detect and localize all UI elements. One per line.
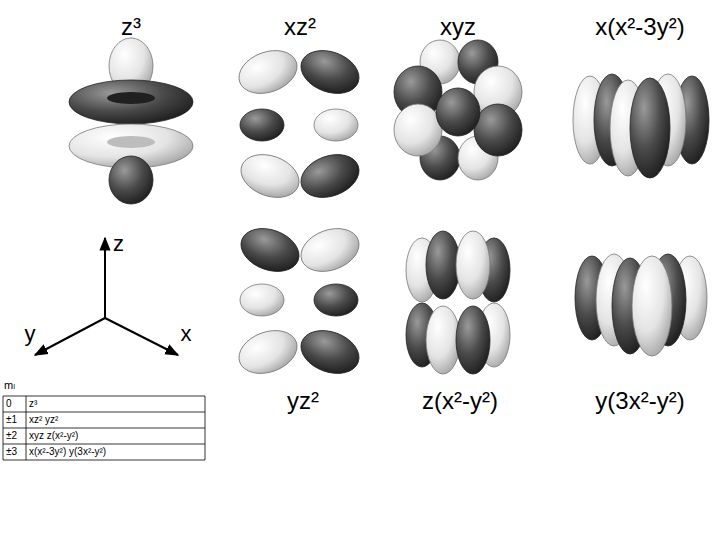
orbital-xyz [394, 40, 522, 180]
torus-hole [107, 92, 155, 104]
axis-label: y [25, 322, 36, 346]
light-lobe [314, 109, 358, 141]
table-grid [3, 396, 205, 460]
light-lobe [240, 284, 284, 316]
light-lobe [233, 323, 303, 381]
table-header: mₗ [4, 379, 15, 391]
dark-lobe [630, 78, 670, 178]
table-cell: z³ [29, 396, 37, 411]
dark-lobe [235, 221, 305, 279]
light-lobe [426, 306, 460, 374]
table-cell: ±2 [6, 428, 17, 443]
orbital-label: z(x²-y²) [422, 388, 498, 414]
table-cell: x(x²-3y²) y(3x²-y²) [29, 444, 106, 459]
dark-lobe [295, 323, 365, 381]
light-lobe [456, 231, 490, 299]
dark-lobe [314, 284, 358, 316]
dark-lobe [69, 80, 193, 124]
axis-label: z [113, 232, 124, 256]
orbital-label: xyz [440, 14, 476, 40]
axis-arrow [104, 238, 106, 318]
table-cell: 0 [6, 396, 12, 411]
axis-arrow [35, 318, 105, 355]
table-rule [205, 396, 206, 460]
light-lobe [233, 43, 303, 101]
orbital-z3 [69, 38, 193, 204]
table-cell: xyz z(x²-y²) [29, 428, 78, 443]
table-cell: xz² yz² [29, 412, 58, 427]
dark-lobe [240, 109, 284, 141]
orbital-label: xz² [284, 14, 316, 40]
orbital-label: y(3x²-y²) [595, 388, 684, 414]
orbital-x-x2-3y2 [573, 74, 709, 178]
dark-lobe [426, 231, 460, 299]
dark-lobe [295, 43, 365, 101]
torus-hole [107, 136, 155, 148]
table-cell: ±3 [6, 444, 17, 459]
orbital-xz2 [233, 43, 365, 205]
orbital-z-x2-y2 [406, 231, 510, 374]
dark-lobe [436, 88, 480, 136]
orbital-y-3x2-y2 [575, 254, 707, 356]
light-lobe [394, 104, 442, 156]
table-cell: ±1 [6, 412, 17, 427]
axis-label: x [181, 322, 192, 346]
table-rule [3, 396, 4, 460]
light-lobe [295, 221, 365, 279]
table-rule [3, 460, 205, 461]
dark-lobe [474, 104, 522, 156]
orbital-label: x(x²-3y²) [595, 14, 684, 40]
light-lobe [632, 256, 672, 356]
table-rule [26, 396, 27, 460]
table-rule [3, 396, 205, 397]
table-rule [3, 412, 205, 413]
dark-lobe [295, 147, 365, 205]
axis-triad [35, 238, 178, 355]
orbital-label: yz² [287, 388, 319, 414]
orbital-label: z³ [121, 14, 141, 40]
table-rule [3, 444, 205, 445]
light-lobe [235, 147, 305, 205]
dark-lobe [109, 156, 153, 204]
table-rule [3, 428, 205, 429]
dark-lobe [456, 306, 490, 374]
orbital-yz2 [233, 221, 365, 381]
axis-arrow [105, 318, 178, 355]
